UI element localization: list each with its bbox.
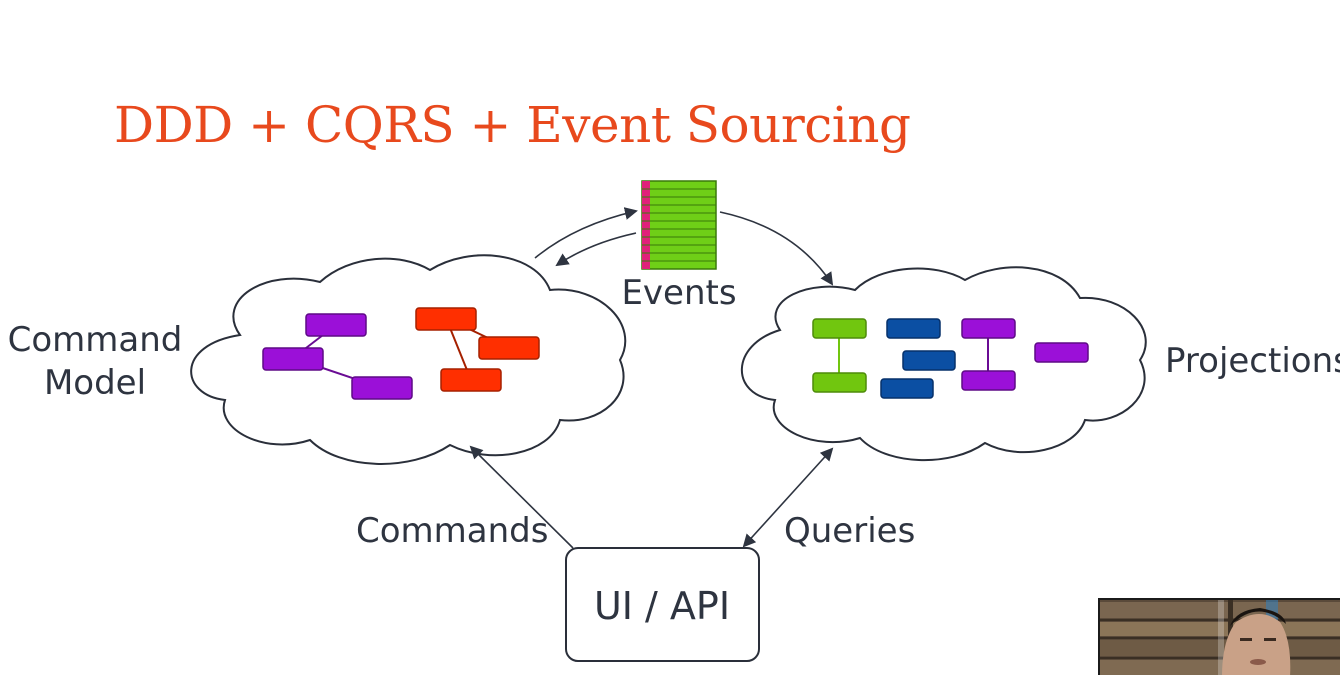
projections-label: Projections — [1165, 341, 1340, 381]
blue-projection-box — [880, 378, 934, 399]
commands-label: Commands — [356, 511, 548, 551]
blue-projection-box — [902, 350, 956, 371]
purple-entity-box — [351, 376, 413, 400]
presenter-video-thumbnail — [1100, 600, 1340, 675]
arrow-ui-projections-bidirectional — [742, 447, 834, 548]
purple-projection-box — [961, 318, 1016, 339]
purple-entity-box — [305, 313, 367, 337]
green-projection-box — [812, 318, 867, 339]
blue-projection-box — [886, 318, 941, 339]
slide-title: DDD + CQRS + Event Sourcing — [114, 96, 911, 154]
arrow-events-to-projections — [719, 211, 834, 286]
arrow-events-to-command — [555, 232, 637, 267]
events-label: Events — [621, 273, 736, 313]
arrow-ui-to-command — [469, 445, 574, 549]
arrow-command-to-events — [534, 207, 638, 259]
red-entity-box — [415, 307, 477, 331]
purple-projection-box — [961, 370, 1016, 391]
command-model-label-line2: Model — [44, 363, 146, 403]
queries-label: Queries — [784, 511, 915, 551]
command-model-label-line1: Command — [8, 320, 183, 360]
purple-entity-box — [262, 347, 324, 371]
green-projection-box — [812, 372, 867, 393]
command-model-cloud — [190, 254, 627, 465]
red-entity-box — [478, 336, 540, 360]
ui-api-box — [565, 547, 760, 662]
purple-projection-box — [1034, 342, 1089, 363]
presenter-webcam — [1098, 598, 1340, 675]
event-store-icon — [641, 180, 717, 270]
ui-api-label: UI / API — [594, 584, 730, 628]
red-entity-box — [440, 368, 502, 392]
